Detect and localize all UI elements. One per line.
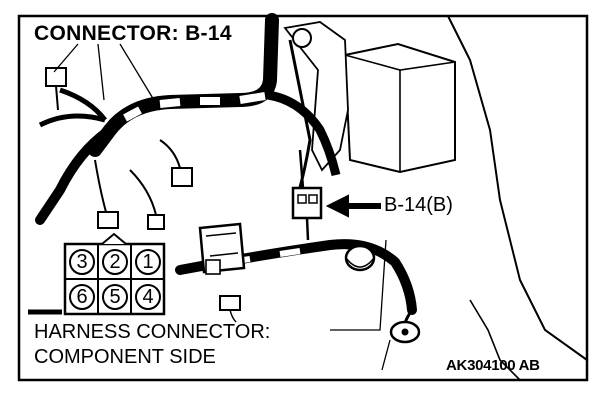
pin-label-1: 1 — [142, 251, 153, 273]
title-leader-lines — [53, 43, 161, 111]
bracket-bolt — [292, 28, 312, 48]
component-side-label: COMPONENT SIDE — [34, 346, 216, 368]
connector-callout-label: B-14(B) — [384, 194, 453, 216]
harness-branch-right — [267, 90, 341, 177]
small-connector-bottom — [219, 295, 241, 323]
pin-5 — [102, 284, 128, 310]
main-harness-stripes — [123, 92, 266, 122]
pin-label-3: 3 — [76, 251, 87, 273]
code-leader — [381, 339, 391, 371]
harness-branch-upper-left — [38, 87, 107, 128]
body-panel-outline — [447, 15, 588, 361]
relay-block — [198, 222, 246, 275]
connector-face-latch — [101, 232, 127, 245]
connector-top-left — [45, 67, 67, 111]
pin-label-2: 2 — [109, 251, 120, 273]
pin-3 — [69, 249, 95, 275]
ground-terminal — [389, 309, 421, 344]
callout-arrow — [325, 194, 381, 218]
connector-face: 3 2 1 6 5 4 — [63, 232, 166, 316]
pin-label-4: 4 — [142, 286, 153, 308]
pin-6 — [69, 284, 95, 310]
mounting-bracket — [283, 21, 349, 172]
pin-label-5: 5 — [109, 286, 120, 308]
pin-2 — [102, 249, 128, 275]
body-panel-step — [469, 299, 521, 381]
harness-branch-left — [35, 125, 115, 225]
connector-lower-left — [94, 159, 165, 230]
connector-title: CONNECTOR: B-14 — [34, 22, 232, 45]
b14-connector — [291, 149, 323, 241]
pin-label-6: 6 — [76, 286, 87, 308]
round-grommet — [344, 244, 376, 272]
harness-connector-label: HARNESS CONNECTOR: — [34, 321, 271, 343]
pin-4 — [135, 284, 161, 310]
harness-connector-leader — [330, 239, 387, 331]
pin-1 — [135, 249, 161, 275]
control-unit-top-edge — [344, 54, 456, 172]
connector-mid-left — [159, 139, 193, 187]
figure-code: AK304100 AB — [446, 357, 540, 374]
